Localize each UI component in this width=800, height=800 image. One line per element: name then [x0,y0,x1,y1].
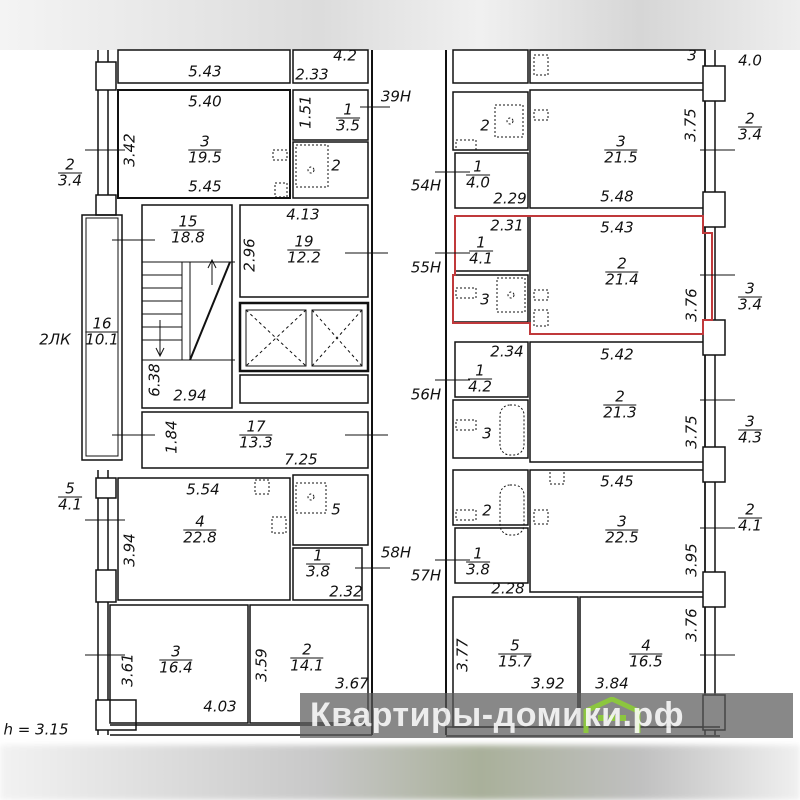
dimension-label: 4.2 [333,46,357,65]
dimension-label: 5.43 [600,218,634,237]
dimension-label: 3.94 [120,533,139,567]
left-facade [95,50,372,736]
apartment-number[interactable]: 57H [410,566,442,585]
dimension-label: 3.76 [682,288,701,322]
dimension-label: 5.48 [600,187,634,206]
dimension-label: 3.59 [252,648,271,682]
dimension-label: 2.28 [491,579,525,598]
dimension-label: 4.13 [286,205,320,224]
stairs [142,258,235,361]
fixtures [254,54,565,536]
bottom-blur [0,745,800,800]
dimension-label: 3.75 [682,415,701,449]
loggia-label: 2ЛК [39,330,71,349]
apartment-number[interactable]: 55H [410,258,442,277]
dimension-label: 2.31 [490,216,524,235]
dimension-label: 3.92 [531,674,565,693]
room-number: 3 [480,290,490,309]
dimension-label: 5.43 [188,62,222,81]
top-blur [0,0,800,50]
dimension-ticks [85,106,735,656]
room-number: 2 [331,156,341,175]
room-number: 5 [331,500,341,519]
dimension-label: 5.42 [600,345,634,364]
dimension-label: 2.32 [329,582,363,601]
dimension-label: 2.33 [295,65,329,84]
house-logo-icon [583,697,641,733]
left-rooms [81,49,373,735]
dimension-label: 5.45 [188,177,222,196]
room-number: 2 [482,501,492,520]
dimension-label: 3.76 [682,608,701,642]
dimension-label: 5.54 [186,480,220,499]
dimension-label: 3.42 [120,133,139,167]
watermark: Квартиры-домики.рф [300,693,793,738]
watermark-text: Квартиры-домики.рф [310,696,684,734]
dimension-label: 3.77 [453,638,472,672]
dimension-label: 3.75 [681,108,700,142]
apartment-number[interactable]: 56H [410,385,442,404]
room-number: 3 [687,46,697,65]
dimension-label: 4.0 [738,51,762,70]
dimension-label: 7.25 [284,450,318,469]
dimension-label: 3.95 [682,543,701,577]
selected-apartment-outline [452,215,713,335]
dimension-label: 2.29 [493,189,527,208]
apartment-number[interactable]: 54H [410,176,442,195]
dimension-label: 2.94 [173,386,207,405]
dimension-label: 3.61 [118,653,137,687]
dimension-label: 3.84 [595,674,629,693]
room-number: 2 [480,116,490,135]
dimension-label: 2.96 [240,238,259,272]
room-number: 3 [482,424,492,443]
dimension-label: 1.51 [296,95,315,129]
apartment-number[interactable]: 58H [380,543,412,562]
dimension-label: 6.38 [145,363,164,397]
dimension-label: 4.03 [203,697,237,716]
dimension-label: 3.67 [335,674,369,693]
dimension-label: 5.45 [600,472,634,491]
dimension-label: 5.40 [188,92,222,111]
ceiling-height-label: h = 3.15 [3,720,69,739]
apartment-number[interactable]: 39H [380,87,412,106]
dimension-label: 2.34 [490,342,524,361]
dimension-label: 1.84 [162,420,181,454]
